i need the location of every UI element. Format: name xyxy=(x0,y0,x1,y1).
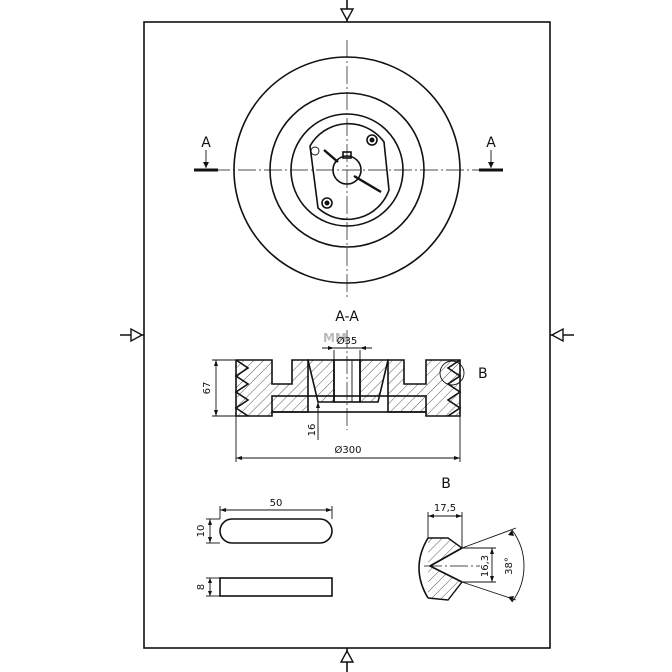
dim-hub-text: 16 xyxy=(307,424,318,437)
section-marker-left: A xyxy=(194,135,218,172)
dim-hub: 16 xyxy=(307,402,320,440)
dim-key-length-text: 50 xyxy=(270,498,283,509)
key-top-view: 50 10 xyxy=(196,498,333,544)
detail-marker: B xyxy=(478,366,488,382)
key-side-view: 8 xyxy=(196,577,333,597)
screw-hole-top xyxy=(366,134,378,146)
front-view xyxy=(212,40,482,298)
section-label-left: A xyxy=(201,135,211,151)
section-view xyxy=(234,330,465,430)
centering-mark-bottom xyxy=(339,648,355,672)
screw-hole-bottom xyxy=(321,197,333,209)
dim-width-text: 67 xyxy=(202,382,213,395)
watermark: MM xyxy=(323,331,347,345)
web-section xyxy=(271,395,427,413)
taper-bush-outline xyxy=(309,122,390,221)
dim-key-width-text: 10 xyxy=(196,525,207,538)
section-marker-right: A xyxy=(479,135,503,172)
centering-mark-left xyxy=(120,327,144,343)
dim-bore-text: Ø35 xyxy=(337,335,358,347)
screw-hole-empty xyxy=(310,146,320,156)
section-label-right: A xyxy=(486,135,496,151)
dim-outer-diameter: Ø300 xyxy=(235,416,461,462)
detail-view: 17,5 16,3 38° xyxy=(418,503,525,603)
centering-mark-right xyxy=(550,327,574,343)
detail-title: B xyxy=(441,476,451,492)
dim-groove-angle-text: 38° xyxy=(504,557,515,575)
dim-groove-depth-text: 16,3 xyxy=(480,555,491,577)
dim-bore: Ø35 xyxy=(322,335,372,360)
groove-profile-left xyxy=(234,359,250,417)
dim-groove-width-text: 17,5 xyxy=(434,503,456,514)
bush-slot-upper xyxy=(323,149,339,163)
groove-profile-right xyxy=(446,359,462,417)
centering-mark-top xyxy=(339,0,355,22)
section-title: A-A xyxy=(335,309,359,325)
detail-circle xyxy=(439,360,465,386)
bush-slot xyxy=(353,174,382,194)
dim-outer-diameter-text: Ø300 xyxy=(335,444,362,456)
dim-width: 67 xyxy=(202,359,236,417)
dim-key-height-text: 8 xyxy=(196,584,207,590)
